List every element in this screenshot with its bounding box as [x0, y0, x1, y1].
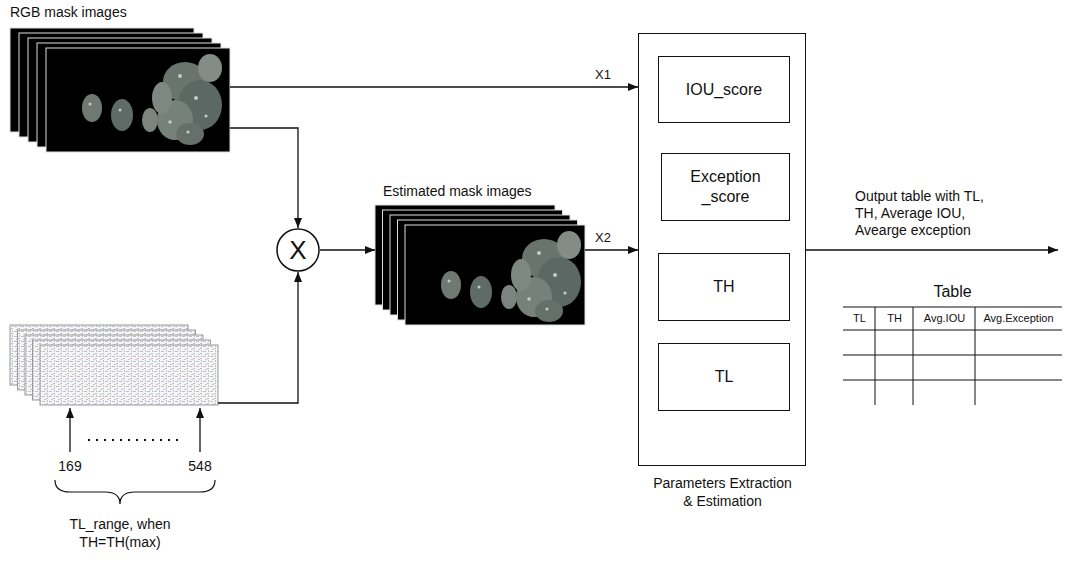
circle-shape — [277, 229, 319, 271]
grid-line — [843, 307, 1062, 308]
flow-arrow — [585, 249, 638, 250]
image-stack: Estimated mask images — [375, 205, 585, 325]
table-header-cell: Avg.IOU — [914, 307, 975, 330]
flow-arrow — [320, 249, 375, 250]
range-brace — [55, 480, 215, 504]
image-sheet — [405, 225, 585, 325]
grid-line — [843, 330, 1062, 331]
estimated-image-stack — [375, 205, 585, 325]
operator-symbol: X — [289, 237, 306, 263]
table-header-cell: TH — [876, 307, 913, 330]
parameter-box: TH — [658, 253, 790, 321]
range-number: 169 — [50, 458, 90, 475]
image-stack: RGB mask images — [10, 28, 230, 152]
grid-line — [875, 307, 876, 405]
grid-line — [843, 355, 1062, 356]
range-arrow — [199, 408, 200, 452]
threshold-image-stack — [10, 325, 218, 405]
output-arrow — [806, 249, 1058, 250]
range-arrow — [69, 408, 70, 452]
parameter-name: IOU_score — [686, 80, 762, 100]
parameter-name: TL — [715, 367, 734, 387]
table-header-cell: Avg.Exception — [976, 307, 1061, 330]
rgb-image-stack — [10, 28, 230, 152]
table-header-cell: TL — [844, 307, 875, 330]
process-box: Parameters Extraction & EstimationIOU_sc… — [638, 33, 806, 466]
stack-heading: Estimated mask images — [383, 183, 532, 201]
multiply-circle: X — [276, 228, 320, 272]
box-caption: Parameters Extraction & Estimation — [650, 474, 795, 510]
image-sheet — [40, 345, 218, 405]
leaf-blobs — [82, 54, 222, 145]
flow-arrow — [230, 86, 638, 87]
output-table: Table — [843, 277, 1062, 405]
leaf-blobs — [441, 231, 581, 322]
stack-heading: RGB mask images — [10, 4, 127, 22]
image-stack: TL_range, when TH=TH(max) — [10, 325, 218, 405]
parameter-box: TL — [658, 343, 790, 411]
grid-line — [843, 380, 1062, 381]
parameter-name: Exception _score — [672, 167, 779, 207]
output-note: Output table with TL, TH, Average IOU, A… — [855, 188, 995, 239]
flow-arrow — [218, 272, 298, 403]
grid-line — [913, 307, 914, 405]
parameter-box: IOU_score — [658, 56, 790, 123]
ellipsis-dots — [88, 439, 184, 441]
parameter-box: Exception _score — [661, 153, 790, 221]
range-number: 548 — [180, 458, 220, 475]
grid-line — [975, 307, 976, 405]
parameter-name: TH — [713, 277, 734, 297]
table-grid — [843, 307, 1062, 405]
range-caption: TL_range, when TH=TH(max) — [65, 515, 175, 551]
flow-arrow — [230, 128, 298, 228]
table-heading: Table — [843, 277, 1062, 307]
image-sheet — [46, 48, 230, 152]
edge-label: X1 — [583, 67, 623, 83]
edge-label: X2 — [583, 230, 623, 246]
